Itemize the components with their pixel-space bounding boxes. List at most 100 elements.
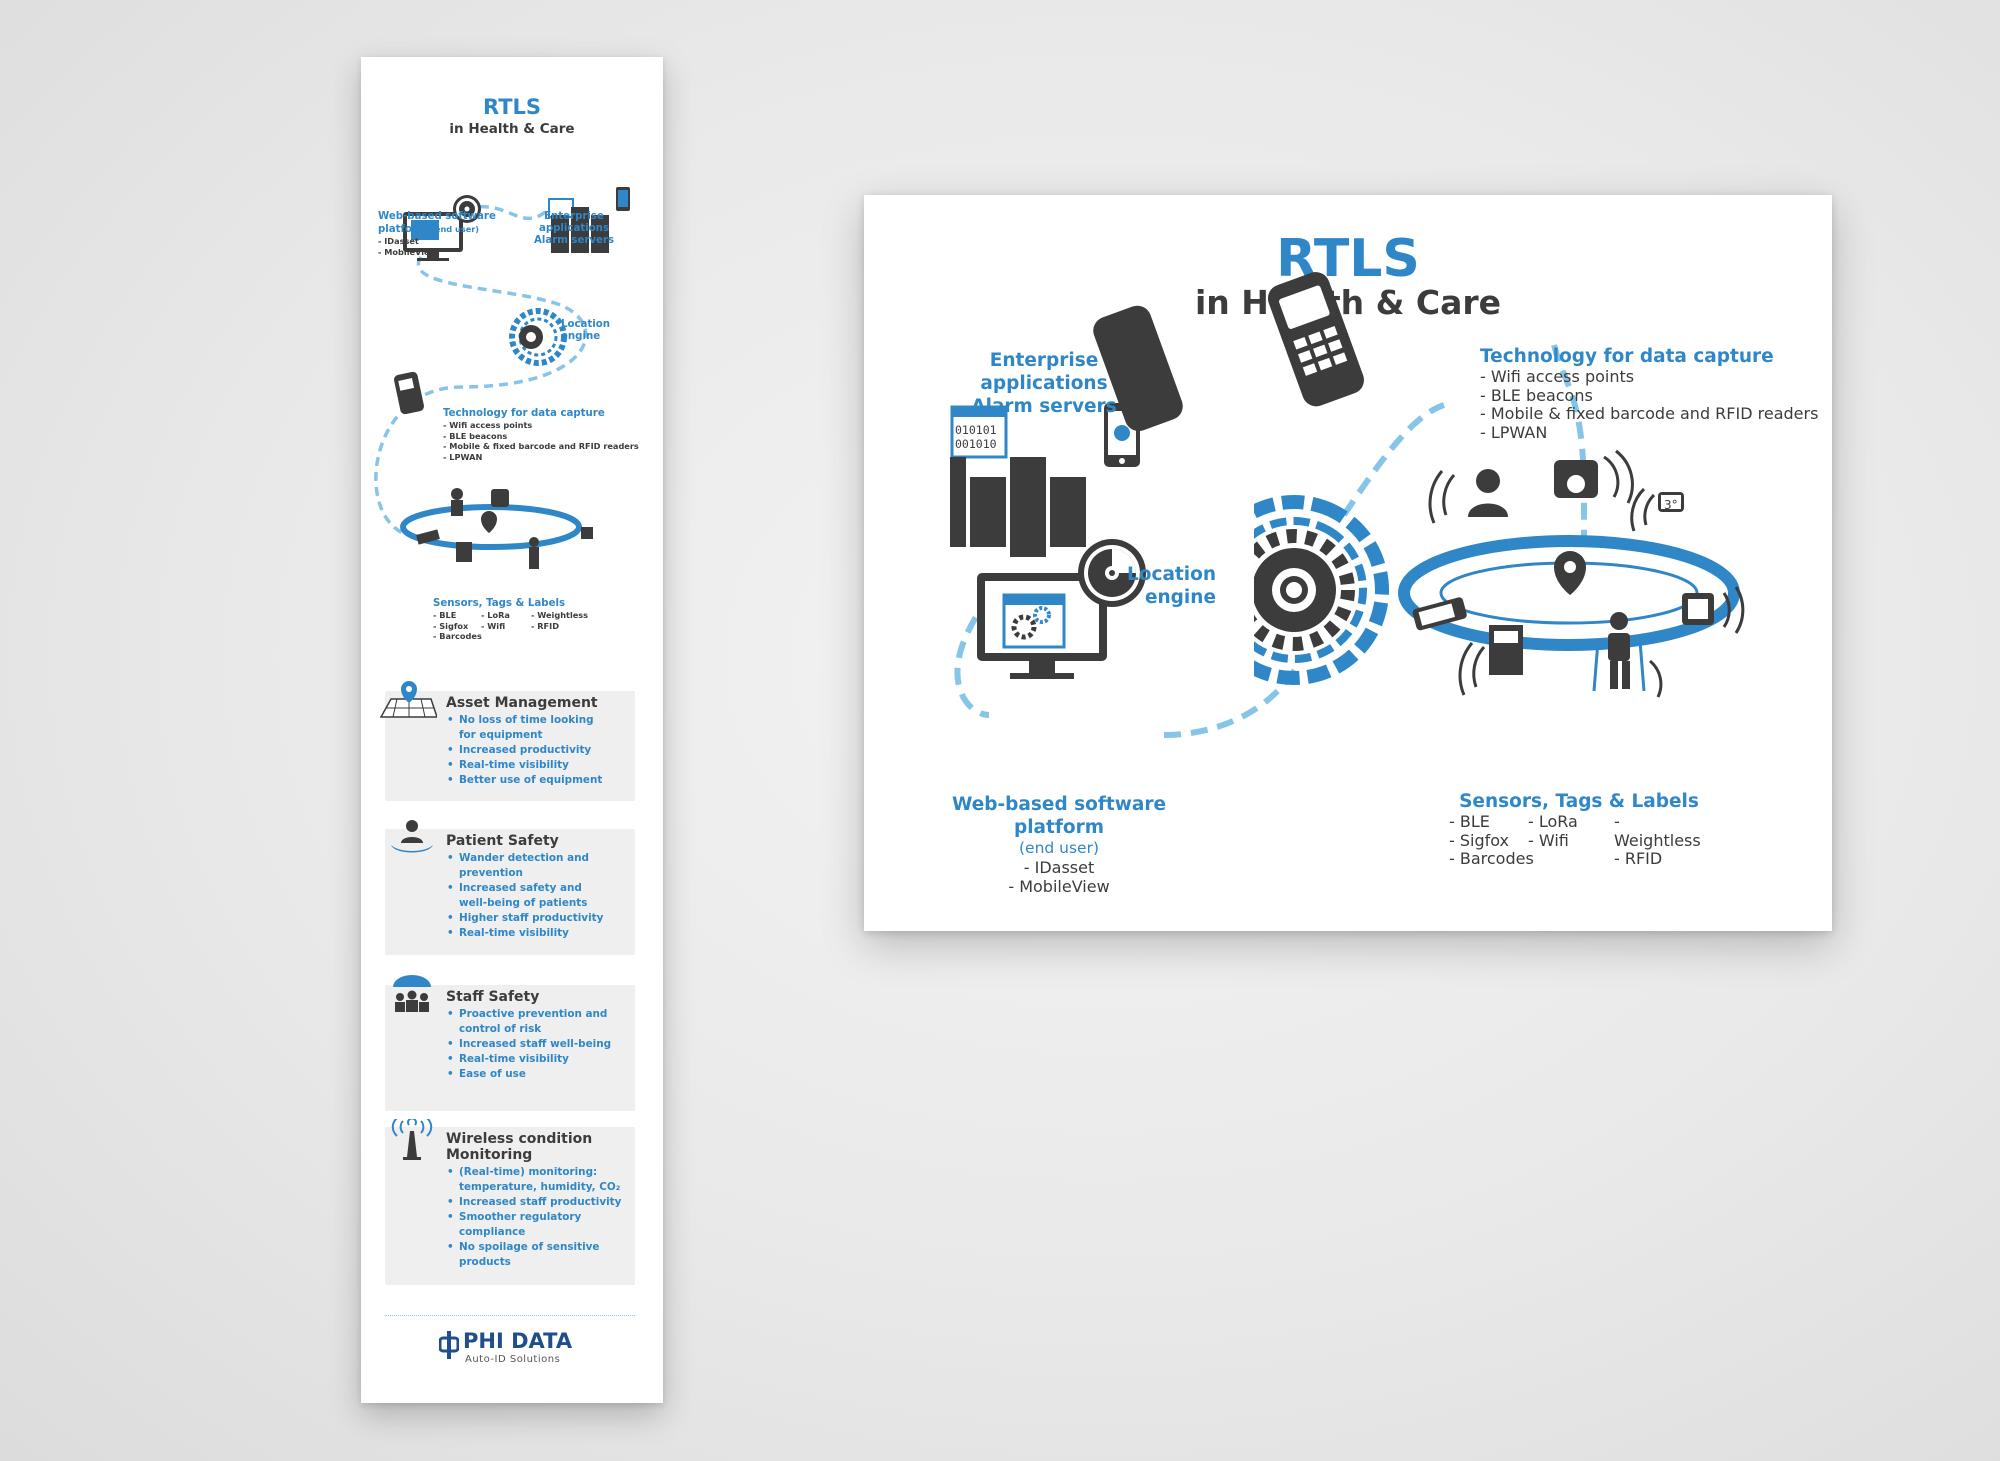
poster-subtitle: in Health & Care	[1194, 283, 1502, 322]
banner-enterprise: Enterprise applications Alarm servers	[509, 211, 639, 247]
poster-sensors-heading: Sensors, Tags & Labels	[1459, 791, 1699, 812]
banner-sensor-sigfox: - Sigfox	[433, 620, 469, 631]
banner-enterprise-line1: Enterprise applications	[538, 211, 610, 234]
banner-technology-heading: Technology for data capture	[443, 408, 605, 419]
banner-sensors-heading: Sensors, Tags & Labels	[433, 598, 566, 609]
dashed-top	[1341, 402, 1446, 517]
handheld-scanner-icon	[394, 371, 424, 415]
banner-technology-item-2: - BLE beacons	[443, 430, 508, 441]
banner-sensor-weightless: - Weightless	[531, 610, 589, 620]
phi-logo-icon	[439, 1331, 459, 1359]
banner-sensor-rfid: - RFID	[531, 620, 559, 631]
banner-sensor-wifi: - Wifi	[481, 620, 506, 631]
card-patient-safety: Patient Safety Wander detection andpreve…	[385, 820, 635, 955]
banner-location-line1: Location	[561, 319, 611, 330]
banner-subtitle: in Health & Care	[449, 121, 575, 137]
list-item: Real-time visibility	[447, 926, 603, 941]
banner-technology-item-3: - Mobile & fixed barcode and RFID reader…	[443, 441, 639, 451]
card-wireless-title-1: Wireless condition	[446, 1131, 593, 1147]
poster-enterprise: Enterprise applications Alarm servers	[924, 349, 1164, 418]
list-item: Higher staff productivity	[447, 911, 603, 926]
list-item: Real-time visibility	[447, 758, 602, 773]
banner-dashed-path	[374, 205, 588, 539]
list-item: Increased productivity	[447, 743, 602, 758]
poster: RTLS in Health & Care 010101 001010	[864, 195, 1832, 931]
scale-badge-text: 3°	[1664, 498, 1678, 512]
banner-sensor-barcodes: - Barcodes	[433, 631, 482, 641]
poster-technology: Technology for data capture - Wifi acces…	[1480, 345, 1818, 442]
banner-web-item-2: - MobileView	[378, 246, 438, 257]
banner-diagram	[374, 187, 630, 569]
poster-sensor-wifi: - Wifi	[1528, 830, 1569, 850]
poster-enterprise-line1: Enterprise applications	[980, 350, 1108, 394]
banner-technology: Technology for data capture - Wifi acces…	[443, 408, 639, 462]
binary-row-2: 001010	[955, 437, 997, 451]
banner-web-item-1: - IDasset	[378, 236, 419, 246]
binary-row-1: 010101	[955, 423, 997, 437]
list-item: Increased staff well-being	[447, 1037, 611, 1052]
poster-web-item-1: - IDasset	[1023, 858, 1095, 877]
poster-technology-item-2: - BLE beacons	[1480, 385, 1593, 405]
banner-sensors: Sensors, Tags & Labels - BLE - Sigfox - …	[433, 598, 633, 646]
location-engine-gear-icon	[509, 308, 567, 366]
monitor-icon	[403, 212, 463, 261]
logo-name: PHI DATA	[463, 1329, 573, 1353]
banner-web-note: (end user)	[431, 224, 480, 234]
card-wireless-title-2: Monitoring	[446, 1147, 533, 1163]
logo-divider	[385, 1315, 635, 1316]
enterprise-servers-icon	[950, 403, 1140, 557]
banner-title: RTLS	[482, 95, 542, 119]
poster-sensor-rfid: - RFID	[1614, 849, 1663, 869]
poster-technology-item-4: - LPWAN	[1480, 422, 1548, 442]
poster-location-line1: Location	[1126, 564, 1216, 585]
scanner-device-icon	[1267, 272, 1364, 407]
banner-sensor-ble: - BLE	[433, 610, 457, 620]
card-staff-safety: Staff Safety Proactive prevention andcon…	[385, 975, 635, 1111]
poster-sensor-weightless: - Weightless	[1614, 812, 1701, 850]
poster-technology-item-1: - Wifi access points	[1480, 367, 1635, 386]
card-asset-management: Asset Management No loss of time looking…	[379, 681, 635, 801]
poster-web-note: (end user)	[1018, 839, 1100, 857]
poster-technology-heading: Technology for data capture	[1480, 346, 1774, 367]
banner-location-line2: engine	[561, 331, 601, 342]
vertical-banner: RTLS in Health & Care	[361, 57, 663, 1403]
antenna-icon	[391, 1119, 433, 1160]
card-staff-title: Staff Safety	[446, 989, 540, 1005]
poster-web-item-2: - MobileView	[1008, 876, 1110, 896]
list-item: (Real-time) monitoring:temperature, humi…	[447, 1165, 621, 1195]
card-asset-title: Asset Management	[446, 695, 598, 711]
list-item: Increased staff productivity	[447, 1195, 621, 1210]
poster-diagram: 010101 001010	[950, 272, 1745, 738]
banner-technology-item-1: - Wifi access points	[443, 420, 533, 430]
poster-sensors: Sensors, Tags & Labels - BLE - Sigfox - …	[1449, 790, 1709, 873]
banner-sensor-lora: - LoRa	[481, 610, 510, 620]
disc-icon	[453, 195, 481, 223]
poster-location-line2: engine	[1144, 587, 1216, 608]
poster-web-platform: Web-based software platform (end user) -…	[924, 793, 1194, 896]
poster-sensor-ble: - BLE	[1449, 812, 1490, 831]
list-item: Ease of use	[447, 1067, 611, 1082]
disc-icon	[1078, 539, 1146, 607]
logo-tagline: Auto-ID Solutions	[465, 1354, 561, 1365]
card-patient-title: Patient Safety	[446, 833, 559, 849]
sensors-ring-icon	[400, 488, 593, 569]
poster-enterprise-line2: Alarm servers	[971, 396, 1117, 417]
servers-icon	[548, 187, 630, 253]
banner-technology-item-4: - LPWAN	[443, 451, 483, 462]
patient-hand-icon	[391, 820, 433, 853]
list-item: Real-time visibility	[447, 1052, 611, 1067]
banner-web-heading-1: Web-based software	[378, 211, 496, 222]
banner-web-platform: Web-based software platform (end user) -…	[378, 211, 496, 257]
poster-sensor-sigfox: - Sigfox	[1449, 830, 1510, 850]
card-wireless-monitoring: Wireless condition Monitoring (Real-time…	[385, 1119, 635, 1285]
card-wireless-title: Wireless condition Monitoring	[446, 1131, 592, 1163]
